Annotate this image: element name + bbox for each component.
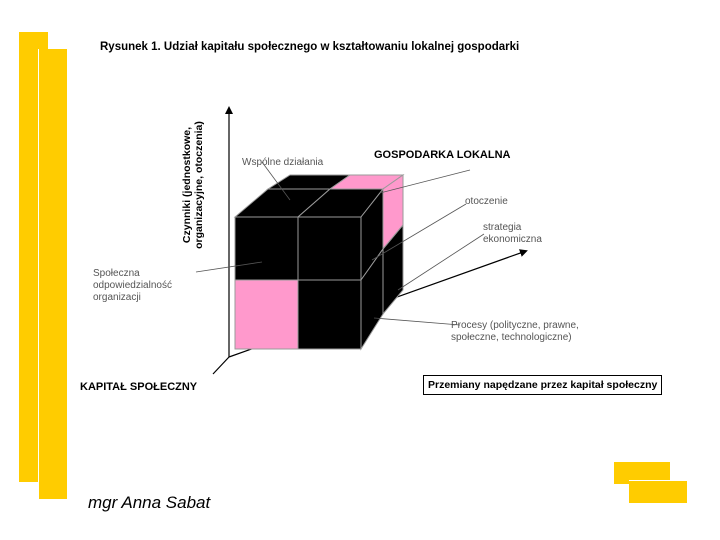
decor-block-top xyxy=(614,462,670,484)
decor-bar-left-front xyxy=(38,49,67,499)
decor-block-bottom xyxy=(629,480,687,503)
label-procesy: Procesy (polityczne, prawne, społeczne, … xyxy=(451,320,579,343)
depth-axis xyxy=(212,356,230,375)
label-wspolne-dzialania: Wspólne działania xyxy=(242,157,324,168)
label-gospodarka-lokalna: GOSPODARKA LOKALNA xyxy=(374,149,511,161)
vertical-axis-label: Czynniki (jednostkowe, organizacyjne, ot… xyxy=(181,121,205,249)
cube-right-face xyxy=(360,174,404,351)
label-otoczenie: otoczenie xyxy=(465,196,508,207)
cube-front-face xyxy=(234,216,362,350)
leader-lines xyxy=(195,161,485,326)
label-strategia-ekonomiczna: strategia ekonomiczna xyxy=(483,222,542,245)
cube-top-face xyxy=(233,174,405,218)
figure-title: Rysunek 1. Udział kapitału społecznego w… xyxy=(100,41,520,53)
horizontal-axis-label: Przemiany napędzane przez kapitał społec… xyxy=(423,375,663,395)
label-spoleczna-odpowiedzialnosc: Społeczna odpowiedzialność organizacji xyxy=(93,268,172,303)
depth-axis-label: KAPITAŁ SPOŁECZNY xyxy=(80,381,198,393)
author-name: mgr Anna Sabat xyxy=(88,493,211,512)
